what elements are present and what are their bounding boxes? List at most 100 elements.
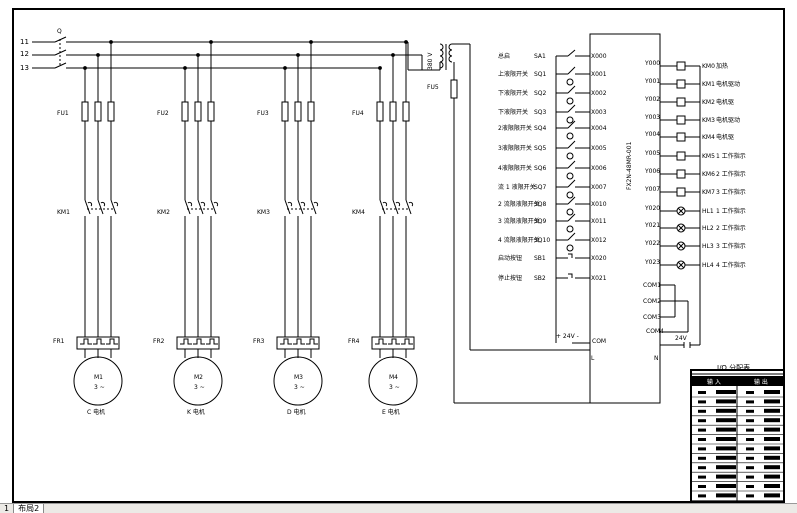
indicator-lamp (660, 223, 700, 233)
input-tag: SQ2 (534, 90, 547, 97)
output-tag: KM1 (702, 81, 715, 88)
input-description: 停止按钮 (498, 274, 522, 282)
input-tag: SQ6 (534, 165, 547, 172)
output-supply: 24V (675, 335, 688, 342)
control-fuse-label: FU5 (427, 84, 439, 91)
layout-tab-2[interactable]: 布局2 (13, 504, 45, 513)
input-description: 流 1 液限开关 (498, 183, 536, 191)
com-label: COM3 (643, 314, 661, 321)
output-address: Y020 (644, 205, 660, 212)
com-label: COM4 (646, 328, 664, 335)
input-tag: SQ1 (534, 71, 547, 78)
contactor-label: KM1 (57, 209, 70, 216)
output-tag: KM4 (702, 134, 715, 141)
motor-name: M4 (389, 374, 398, 381)
motor-phase: 3 ~ (194, 384, 205, 391)
output-address: Y000 (644, 60, 660, 67)
output-tag: HL3 (702, 243, 714, 250)
control-fuse (450, 79, 458, 99)
motor-caption: C 电机 (87, 408, 105, 416)
input-switch (555, 140, 590, 168)
indicator-lamp (660, 260, 700, 270)
output-address: Y004 (644, 131, 660, 138)
io-table-header-input: 输 入 (707, 378, 721, 386)
output-description: 1 工作指示 (716, 207, 746, 215)
output-tag: KM2 (702, 99, 715, 106)
motor-branch (368, 40, 418, 406)
output-tag: KM6 (702, 171, 715, 178)
output-address: Y002 (644, 96, 660, 103)
output-tag: HL4 (702, 262, 714, 269)
input-tag: SQ7 (534, 184, 547, 191)
contactor-label: KM4 (352, 209, 365, 216)
contactor-coil (660, 132, 700, 142)
input-description: 启动按钮 (498, 254, 522, 262)
fuse-label: FU2 (157, 110, 169, 117)
overload-label: FR4 (348, 338, 360, 345)
input-description: 总启 (498, 52, 510, 60)
plc-terminal-n: N (654, 355, 659, 362)
output-address: Y021 (644, 222, 660, 229)
input-tag: SB2 (534, 275, 546, 282)
com-bus (660, 66, 701, 348)
plc-com-in: COM (592, 338, 606, 345)
motor-branch (173, 40, 223, 406)
input-switch (555, 49, 590, 74)
fuse-label: FU1 (57, 110, 69, 117)
motor-name: M2 (194, 374, 203, 381)
motor-branch (273, 40, 323, 406)
output-description: 电机驱动 (716, 80, 740, 88)
contactor-label: KM3 (257, 209, 270, 216)
output-address: Y023 (644, 259, 660, 266)
input-tag: SB1 (534, 255, 546, 262)
output-tag: KM5 (702, 153, 715, 160)
input-description: 4液限限开关 (498, 164, 532, 172)
layout-tab-1[interactable]: 1 (4, 504, 10, 513)
output-description: 加热 (716, 62, 728, 70)
input-description: 2 流限液限开关 (498, 200, 540, 208)
input-address: X021 (591, 275, 607, 282)
input-address: X011 (591, 218, 607, 225)
plc-terminal-l: L (591, 355, 595, 362)
output-tag: HL1 (702, 208, 714, 215)
input-address: X001 (591, 71, 607, 78)
input-switch (555, 253, 590, 278)
io-table-header-output: 输 出 (754, 378, 768, 386)
input-address: X000 (591, 53, 607, 60)
output-description: 电机驱动 (716, 116, 740, 124)
input-description: 2液限限开关 (498, 124, 532, 132)
motor-caption: E 电机 (382, 408, 400, 416)
output-address: Y006 (644, 168, 660, 175)
input-switch (555, 104, 590, 128)
input-tag: SA1 (534, 53, 546, 60)
input-description: 下液限开关 (498, 89, 528, 97)
input-description: 下液限开关 (498, 108, 528, 116)
input-switch (555, 196, 590, 221)
contactor-coil (660, 97, 700, 107)
input-address: X006 (591, 165, 607, 172)
overload-label: FR3 (253, 338, 265, 345)
fuse-label: FU4 (352, 110, 364, 117)
output-description: 4 工作指示 (716, 261, 746, 269)
bus-label: 13 (20, 64, 29, 72)
input-address: X003 (591, 109, 607, 116)
power-circuit (32, 36, 422, 69)
output-description: 电机驱 (716, 133, 734, 141)
contactor-label: KM2 (157, 209, 170, 216)
main-switch-label: Q (57, 28, 62, 35)
contactor-coil (660, 169, 700, 179)
output-address: Y022 (644, 240, 660, 247)
input-switch (556, 273, 590, 279)
input-tag: SQ5 (534, 145, 547, 152)
output-tag: KM3 (702, 117, 715, 124)
bus-label: 12 (20, 50, 29, 58)
plc-power-label: + 24V - (556, 333, 579, 340)
drawing-frame (12, 8, 785, 503)
input-switch (555, 120, 590, 148)
motor-phase: 3 ~ (294, 384, 305, 391)
output-tag: HL2 (702, 225, 714, 232)
output-address: Y001 (644, 78, 660, 85)
motor-branch (73, 40, 123, 406)
contactor-coil (660, 115, 700, 125)
